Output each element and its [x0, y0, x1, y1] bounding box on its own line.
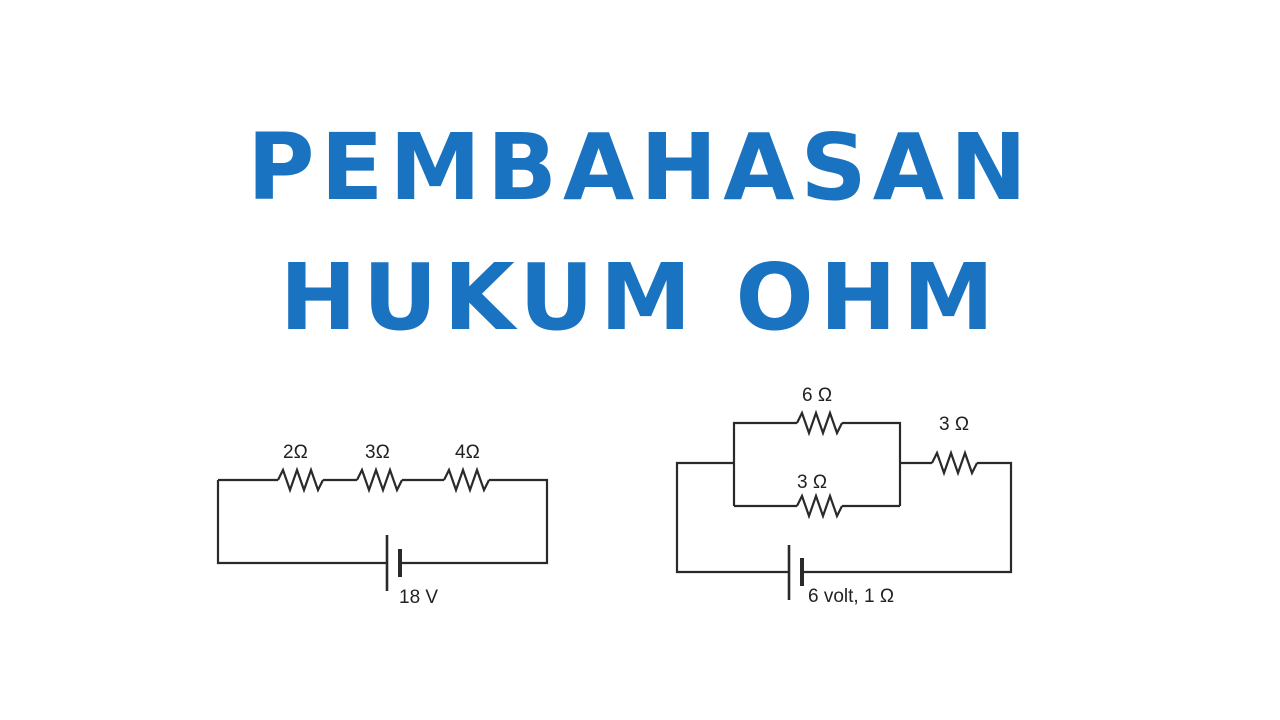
outer-right-wire — [803, 461, 1013, 574]
parallel-top-resistor-label: 6 Ω — [802, 385, 832, 406]
series-battery-label: 18 V — [399, 587, 438, 608]
parallel-bottom-resistor-label: 3 Ω — [797, 472, 827, 493]
title-line-1: PEMBAHASAN — [247, 114, 1033, 221]
parallel-top-resistor — [796, 409, 843, 437]
title-line-2: HUKUM OHM — [279, 244, 1001, 351]
series-resistor-1-label: 2Ω — [283, 442, 308, 463]
series-resistor-2 — [356, 466, 403, 494]
parallel-top-wire-right — [842, 421, 902, 506]
series-left-wire — [216, 480, 387, 565]
series-top-wire-right — [402, 478, 549, 565]
outer-left-wire — [675, 461, 789, 574]
parallel-bottom-resistor — [796, 492, 843, 520]
series-right-resistor-label: 3 Ω — [939, 414, 969, 435]
series-resistor-3 — [443, 466, 490, 494]
series-right-resistor — [931, 449, 978, 477]
series-resistor-3-label: 4Ω — [455, 442, 480, 463]
mixed-circuit: 6 Ω 3 Ω 3 Ω 6 volt, 1 Ω — [675, 385, 1013, 607]
mixed-battery-label: 6 volt, 1 Ω — [808, 586, 894, 607]
series-circuit: 2Ω 3Ω 4Ω 18 V — [216, 442, 549, 608]
series-resistor-1 — [277, 466, 324, 494]
parallel-top-wire-left — [732, 421, 797, 506]
series-resistor-2-label: 3Ω — [365, 442, 390, 463]
